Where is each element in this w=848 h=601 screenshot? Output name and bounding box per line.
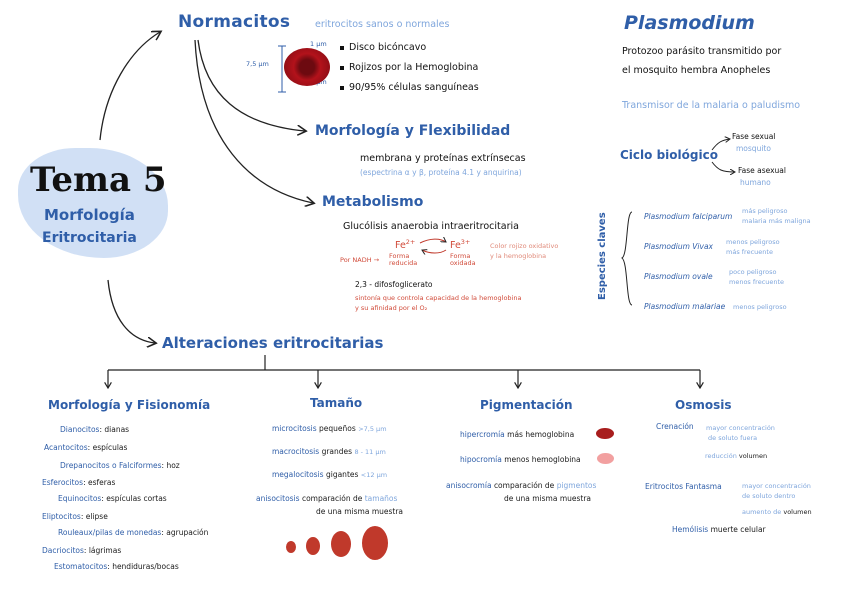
fase-asexual-sub: humano xyxy=(740,178,771,187)
morf-item-estomatocitos: Estomatocitos: hendiduras/bocas xyxy=(54,562,179,571)
plasmodium-transmisor: Transmisor de la malaria o paludismo xyxy=(622,100,801,111)
tamano-item-macrocitosis: macrocitosis grandes 8 - 11 µm xyxy=(272,447,386,456)
pig-hipercromia: hipercromía más hemoglobina xyxy=(460,430,575,439)
especie-ovale: Plasmodium ovale xyxy=(644,272,713,281)
tamano-anisocitosis-line2: de una misma muestra xyxy=(316,507,404,516)
osmosis-title: Osmosis xyxy=(675,398,732,412)
osm-fant-note1: mayor concentración xyxy=(742,482,811,490)
osm-crenacion: Crenación xyxy=(656,422,694,431)
especie-vivax-note2: más frecuente xyxy=(726,248,773,256)
normacitos-bullet-1: Disco bicóncavo xyxy=(340,42,426,53)
osm-fantasma: Eritrocitos Fantasma xyxy=(645,482,722,491)
osm-hemolisis: Hemólisis muerte celular xyxy=(672,525,766,534)
normacitos-bullet-2: Rojizos por la Hemoglobina xyxy=(340,62,478,73)
dpg-note-2: y su afinidad por el O₂ xyxy=(355,304,428,312)
cell-size-4-image xyxy=(362,526,388,560)
morf-item-dianocitos: Dianocitos: dianas xyxy=(60,425,130,434)
fase-asexual-label: Fase asexual xyxy=(738,166,786,175)
especie-malariae: Plasmodium malariae xyxy=(644,302,726,311)
highlight-blob xyxy=(18,148,168,258)
pig-anisocromia: anisocromía comparación de pigmentos xyxy=(446,481,597,490)
morf-item-esferocitos: Esferocitos: esferas xyxy=(42,478,116,487)
tamano-anisocitosis: anisocitosis comparación de tamaños xyxy=(256,494,398,503)
fe3-label: Fe3+ xyxy=(450,238,471,252)
morf-item-eliptocitos: Eliptocitos: elipse xyxy=(42,512,108,521)
tamano-item-microcitosis: microcitosis pequeños >7,5 µm xyxy=(272,424,387,433)
color-note-1: Color rojizo oxidativo xyxy=(490,242,559,250)
fe2-label: Fe2+ xyxy=(395,238,416,252)
morf-item-equinocitos: Equinocitos: espículas cortas xyxy=(58,494,167,503)
morfologia-flexibilidad-line2: (espectrina α y β, proteína 4.1 y anquir… xyxy=(360,168,522,177)
especie-falciparum: Plasmodium falciparum xyxy=(644,212,733,221)
morfologia-flexibilidad-title: Morfología y Flexibilidad xyxy=(315,123,511,139)
morfologia-fisionomia-title: Morfología y Fisionomía xyxy=(48,398,211,412)
cell-size-1-image xyxy=(286,541,296,553)
plasmodium-desc-2: el mosquito hembra Anopheles xyxy=(622,65,771,76)
osm-cren-note2: de soluto fuera xyxy=(708,434,758,442)
forma-reducida-label: Forma reducida xyxy=(389,252,418,267)
metabolismo-line1: Glucólisis anaerobia intraeritrocitaria xyxy=(343,221,519,232)
central-title: Tema 5 xyxy=(30,160,167,200)
morfologia-flexibilidad-line1: membrana y proteínas extrínsecas xyxy=(360,153,526,164)
especie-falciparum-note2: malaria más maligna xyxy=(742,217,811,225)
pigmentacion-title: Pigmentación xyxy=(480,398,573,412)
especie-falciparum-note1: más peligroso xyxy=(742,207,788,215)
osm-fant-note3: aumento de volumen xyxy=(742,508,812,516)
plasmodium-desc-1: Protozoo parásito transmitido por xyxy=(622,46,782,57)
especie-ovale-note1: poco peligroso xyxy=(729,268,777,276)
alteraciones-title: Alteraciones eritrocitarias xyxy=(162,334,384,352)
morf-item-dacriocitos: Dacriocitos: lágrimas xyxy=(42,546,122,555)
morf-item-drepanocitos: Drepanocitos o Falciformes: hoz xyxy=(60,461,180,470)
osm-cren-note3: reducción volumen xyxy=(705,452,768,460)
especie-malariae-note1: menos peligroso xyxy=(733,303,787,311)
normacitos-subtitle: eritrocitos sanos o normales xyxy=(315,19,450,30)
pig-anisocromia-line2: de una misma muestra xyxy=(504,494,592,503)
cell-size-2-image xyxy=(306,537,320,555)
central-subtitle-line1: Morfología xyxy=(44,206,135,224)
forma-oxidada-label: Forma oxidada xyxy=(450,252,476,267)
dpg-note-1: sintonía que controla capacidad de la he… xyxy=(355,294,522,302)
tamano-item-megalocitosis: megalocitosis gigantes <12 µm xyxy=(272,470,388,479)
cell-size-3-image xyxy=(331,531,351,557)
plasmodium-title: Plasmodium xyxy=(624,12,755,34)
especie-ovale-note2: menos frecuente xyxy=(729,278,785,286)
hipercromia-cell-image xyxy=(596,428,614,439)
dpg-label: 2,3 - difosfoglicerato xyxy=(355,280,433,289)
fase-sexual-label: Fase sexual xyxy=(732,132,776,141)
ciclo-biologico-label: Ciclo biológico xyxy=(620,148,718,162)
morf-item-acantocitos: Acantocitos: espículas xyxy=(44,443,128,452)
morf-item-rouleaux: Rouleaux/pilas de monedas: agrupación xyxy=(58,528,209,537)
especies-claves-label: Especies claves xyxy=(597,212,608,300)
metabolismo-title: Metabolismo xyxy=(322,194,424,210)
hipocromia-cell-image xyxy=(597,453,614,464)
especie-vivax: Plasmodium Vivax xyxy=(644,242,713,251)
central-subtitle-line2: Eritrocitaria xyxy=(42,230,137,246)
fase-sexual-sub: mosquito xyxy=(736,144,771,153)
normacitos-dim-1: 1 µm xyxy=(310,40,327,48)
color-note-2: y la hemoglobina xyxy=(490,252,547,260)
tamano-title: Tamaño xyxy=(310,396,363,410)
pig-hipocromia: hipocromía menos hemoglobina xyxy=(460,455,581,464)
normacitos-title: Normacitos xyxy=(178,12,291,32)
especie-vivax-note1: menos peligroso xyxy=(726,238,780,246)
normacitos-diameter: 7,5 µm xyxy=(246,60,269,68)
red-blood-cell-image xyxy=(284,48,330,86)
normacitos-bullet-3: 90/95% células sanguíneas xyxy=(340,82,479,93)
osm-fant-note2: de soluto dentro xyxy=(742,492,796,500)
nadh-note: Por NADH → xyxy=(340,256,380,264)
osm-cren-note1: mayor concentración xyxy=(706,424,775,432)
